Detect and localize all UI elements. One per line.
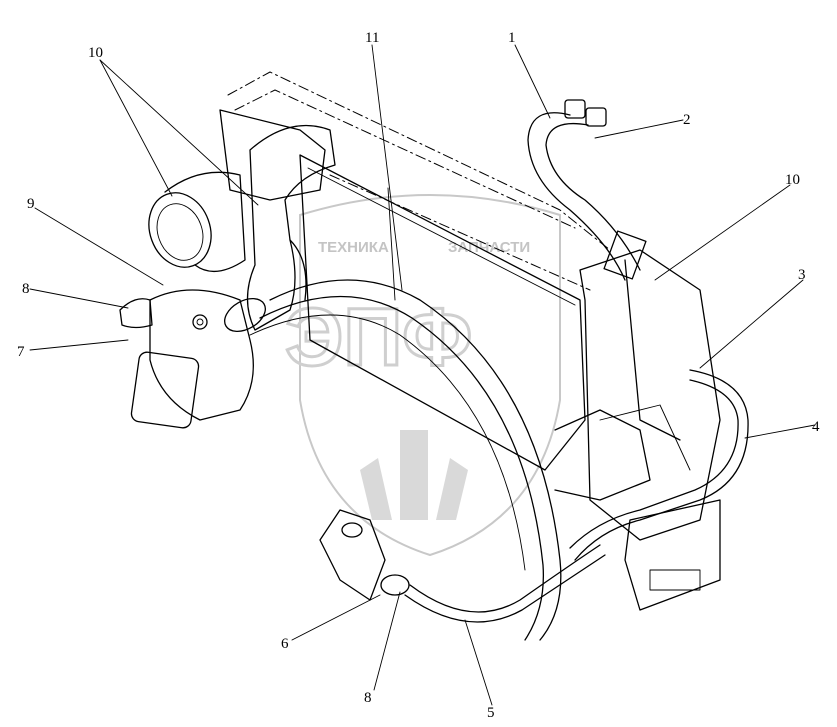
leader-lines [29,44,816,706]
callout-8-bottom: 8 [364,690,372,706]
callout-7: 7 [17,344,25,360]
charge-air-pipes [148,124,336,333]
callout-10-right: 10 [785,172,800,188]
radiator-assembly [219,71,721,611]
callout-11: 11 [365,30,379,46]
watermark-logo-text: ЭПФ [285,292,472,383]
callout-2: 2 [683,112,691,128]
callout-3: 3 [798,267,806,283]
fan-shroud [249,279,562,641]
callout-10-left: 10 [88,45,103,61]
callout-9: 9 [27,196,35,212]
watermark-shield [299,194,561,557]
coolant-tube-4 [569,369,749,561]
callout-labels: 10 11 1 2 10 3 4 9 8 7 6 8 5 [17,30,820,721]
pump-flange-6 [319,509,410,601]
callout-1: 1 [508,30,516,46]
watermark-wheat-icon [360,430,468,520]
callout-6: 6 [281,636,289,652]
watermark-text-left: ТЕХНИКА [318,239,389,256]
callout-8-left: 8 [22,281,30,297]
coolant-hose-5 [404,544,606,623]
callout-5: 5 [487,705,495,721]
thermostat-housing [119,289,254,429]
watermark: ТЕХНИКА ЗАПЧАСТИ ЭПФ [284,194,561,557]
watermark-text-right: ЗАПЧАСТИ [448,239,530,256]
coolant-pipe-1 [527,99,641,281]
callout-4: 4 [812,419,820,435]
